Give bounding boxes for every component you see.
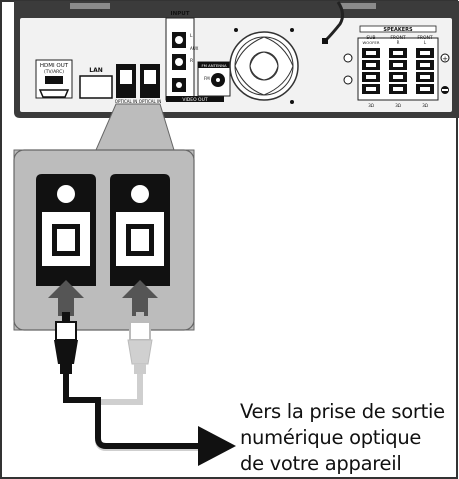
jack-right-port-inner xyxy=(131,229,149,251)
panel-optical-in-1: OPTICAL IN xyxy=(115,64,137,104)
power-cord xyxy=(324,1,345,42)
jack-left-screw xyxy=(57,185,75,203)
plug-light-head xyxy=(129,321,151,341)
fan-screw-1 xyxy=(234,28,238,32)
cable-light xyxy=(95,374,215,451)
aux-r-label: R xyxy=(190,58,193,64)
minus-symbol xyxy=(442,89,448,91)
speakers-label-bar xyxy=(359,25,437,33)
input-aux-block: INPUT L AUX R VIDEO OUT xyxy=(165,11,224,103)
ohm-label-sub: 3Ω xyxy=(368,103,374,108)
front-r-top-label: FRONT xyxy=(390,35,406,41)
polarity-mark-left-1 xyxy=(343,53,353,63)
fm-antenna-label-bg xyxy=(198,62,230,68)
plus-symbol: + xyxy=(442,55,448,63)
fm-antenna-port: FM ANTENNA FM xyxy=(197,61,231,97)
video-out-jack xyxy=(176,82,182,88)
fan-screw-2 xyxy=(290,28,294,32)
plug-dark-boot xyxy=(60,364,72,374)
panel-clip-right xyxy=(340,3,376,9)
caption-line-2: numérique optique xyxy=(240,426,422,449)
fan-blades xyxy=(234,36,294,96)
hdmi-out-label: HDMI OUT xyxy=(40,63,69,69)
hdmi-out-sublabel: (TV/ARC) xyxy=(44,69,64,75)
panel-optical-in-2: OPTICAL IN xyxy=(139,64,161,104)
lan-port: LAN xyxy=(79,67,113,99)
ohm-label-front-l: 3Ω xyxy=(422,103,428,108)
speaker-terminals: SPEAKERS SUB WOOFER FRONT R FRONT L xyxy=(343,25,450,108)
fm-antenna-label: FM ANTENNA xyxy=(201,63,227,68)
hdmi-jack xyxy=(38,89,70,98)
cable-dark xyxy=(63,374,215,449)
insert-arrow-right xyxy=(122,280,158,316)
optical-plug-light xyxy=(127,312,153,374)
hdmi-jack-upper xyxy=(45,76,63,84)
jack-left-port-inner xyxy=(57,229,75,251)
panel-optical-2-window xyxy=(144,70,156,84)
caption-line-3: de votre appareil xyxy=(240,452,402,475)
aux-l-jack xyxy=(175,36,183,44)
woofer-label: WOOFER xyxy=(363,40,380,45)
lan-label: LAN xyxy=(89,67,103,74)
panel-optical-1-window xyxy=(120,70,132,84)
power-cord-plug xyxy=(322,38,328,44)
fan-screw-3 xyxy=(290,100,294,104)
video-out-label-bg xyxy=(166,96,224,102)
sub-label: SUB xyxy=(366,35,375,41)
aux-l-label: L xyxy=(190,33,193,39)
ohm-label-front-r: 3Ω xyxy=(395,103,401,108)
front-l-label: L xyxy=(424,40,427,45)
panel-clip-left xyxy=(70,3,110,9)
video-out-label: VIDEO OUT xyxy=(182,97,208,103)
aux-r-jack xyxy=(175,58,183,66)
optical-plug-dark xyxy=(54,312,78,374)
fm-label: FM xyxy=(204,76,210,81)
caption-line-1: Vers la prise de sortie xyxy=(240,400,445,423)
enlarged-optical-jack-right xyxy=(110,174,170,286)
panel-optical-2-label: OPTICAL IN xyxy=(139,99,161,104)
plug-light-body xyxy=(127,339,153,365)
hdmi-out-port: HDMI OUT (TV/ARC) xyxy=(35,59,73,99)
cooling-fan xyxy=(229,28,299,104)
polarity-mark-left-2 xyxy=(343,75,353,85)
speakers-label: SPEAKERS xyxy=(383,27,413,33)
fan-outer-ring xyxy=(229,31,299,101)
panel-optical-1-label: OPTICAL IN xyxy=(115,99,137,104)
plug-light-tip xyxy=(136,312,144,322)
lan-jack xyxy=(79,75,113,99)
fm-antenna-pin xyxy=(216,78,220,82)
plug-dark-tip xyxy=(62,312,70,322)
jack-right-screw xyxy=(131,185,149,203)
plug-dark-head xyxy=(55,321,77,341)
destination-caption: Vers la prise de sortie numérique optiqu… xyxy=(240,399,459,477)
front-l-top-label: FRONT xyxy=(417,35,433,41)
plug-dark-body xyxy=(54,340,78,364)
enlarged-optical-jack-left xyxy=(36,174,96,286)
direction-arrow xyxy=(198,426,236,466)
plus-mark xyxy=(440,53,450,63)
front-r-label: R xyxy=(397,40,400,45)
rear-panel: HDMI OUT (TV/ARC) LAN OPTICAL IN OPTICAL… xyxy=(14,1,459,118)
plug-light-boot xyxy=(134,364,146,374)
insert-arrow-left xyxy=(48,280,84,316)
aux-label: AUX xyxy=(190,46,199,51)
input-label: INPUT xyxy=(171,11,190,17)
